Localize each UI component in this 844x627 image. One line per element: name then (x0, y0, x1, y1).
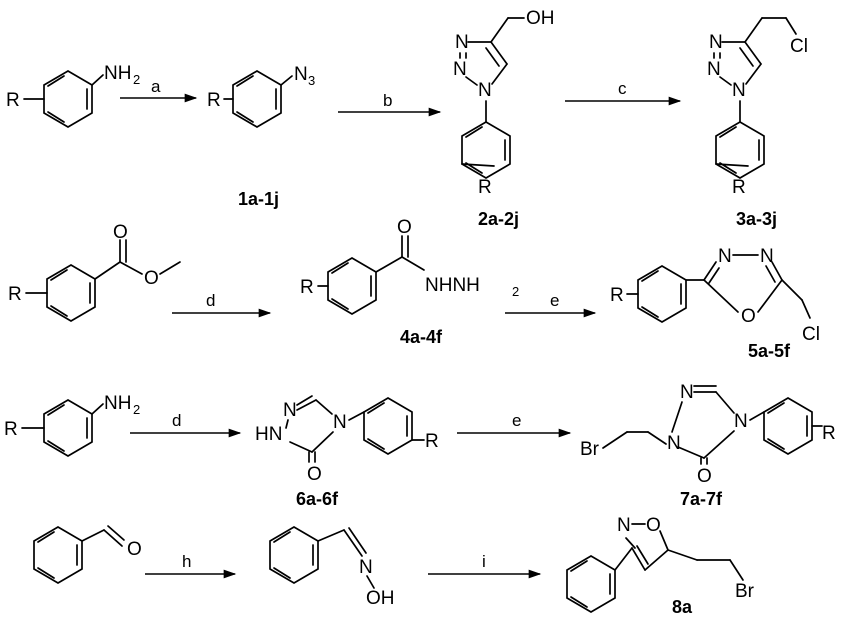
isoxazole-structure: N O Br (566, 515, 755, 613)
isoxazole-o-label: O (646, 515, 661, 536)
bromoethyl-triazolone-structure: Br N N N O R (580, 382, 836, 487)
arrow-d-row3: d (130, 411, 242, 438)
arrow-h: h (145, 552, 237, 579)
arrow-c: c (565, 79, 682, 106)
atom-n: N (718, 246, 732, 267)
arrow-i: i (428, 552, 542, 579)
br-label: Br (580, 439, 600, 460)
atom-n: N (707, 59, 721, 80)
reagent-a: a (151, 77, 161, 96)
atom-n: N (732, 80, 746, 101)
compound-label-3: 3a-3j (736, 209, 777, 229)
aniline-structure-row3: NH 2 R (4, 393, 140, 457)
r-group-label: R (207, 90, 221, 111)
oxadiazole-structure: N N O Cl R (610, 246, 820, 345)
nh2-label: NH (104, 393, 131, 414)
carbonyl-o-label: O (397, 217, 412, 238)
reagent-h: h (182, 552, 191, 571)
oh-label: OH (526, 8, 555, 29)
cl-label: Cl (802, 324, 820, 345)
methyl-benzoate-structure: O O R (8, 222, 181, 322)
compound-label-8: 8a (672, 597, 693, 617)
r-group-label: R (732, 177, 746, 198)
atom-n: N (283, 400, 297, 421)
triazole-chloride-structure: N N N Cl R (707, 17, 808, 198)
aldehyde-o-label: O (127, 539, 142, 560)
carbonyl-o-label: O (697, 466, 712, 487)
r-group-label: R (478, 177, 492, 198)
r-group-label: R (425, 431, 439, 452)
carbonyl-o-label: O (307, 464, 322, 485)
atom-n: N (478, 80, 492, 101)
compound-label-1: 1a-1j (238, 189, 279, 209)
r-group-label: R (8, 284, 22, 305)
benzohydrazide-structure: O NHNH 2 R (300, 217, 519, 315)
br-label: Br (735, 581, 755, 602)
nh2-subscript: 2 (133, 72, 140, 87)
atom-n: N (455, 32, 469, 53)
reagent-i: i (482, 552, 486, 571)
atom-n: N (667, 433, 681, 454)
cl-label: Cl (790, 36, 808, 57)
r-group-label: R (4, 419, 18, 440)
compound-label-5: 5a-5f (748, 341, 791, 361)
arrow-a: a (120, 77, 198, 103)
nh2-label: NH (104, 63, 131, 84)
hn-label: HN (255, 424, 282, 445)
ester-o-label: O (144, 268, 159, 289)
r-group-label: R (822, 423, 836, 444)
r-group-label: R (300, 277, 314, 298)
reagent-c: c (618, 79, 627, 98)
reagent-d: d (172, 411, 181, 430)
oxadiazole-o-label: O (741, 306, 756, 327)
compound-label-2: 2a-2j (478, 209, 519, 229)
n3-label: N (294, 64, 308, 85)
arrow-e-row3: e (457, 411, 572, 438)
nhnh2-subscript: 2 (512, 284, 519, 299)
reagent-e: e (550, 291, 559, 310)
atom-n: N (617, 515, 631, 536)
r-group-label: R (6, 90, 20, 111)
atom-n: N (333, 412, 347, 433)
arrow-e-row2: e (505, 291, 597, 318)
n3-subscript: 3 (308, 73, 315, 88)
triazole-alcohol-structure: N N N OH R (453, 8, 555, 198)
nh2-subscript: 2 (133, 402, 140, 417)
atom-n: N (709, 32, 723, 53)
reagent-d: d (206, 291, 215, 310)
nhnh2-label: NHNH (425, 275, 480, 296)
atom-n: N (680, 382, 694, 403)
oxime-structure: N OH (269, 526, 395, 609)
atom-n: N (760, 246, 774, 267)
compound-label-4: 4a-4f (400, 327, 443, 347)
compound-label-6: 6a-6f (296, 489, 339, 509)
arrow-d-row2: d (172, 291, 272, 318)
triazolone-structure: N HN N O R (255, 395, 439, 485)
benzaldehyde-structure: O (33, 525, 142, 584)
r-group-label: R (610, 285, 624, 306)
atom-n: N (453, 59, 467, 80)
compound-label-7: 7a-7f (680, 489, 723, 509)
carbonyl-o-label: O (113, 222, 128, 243)
reagent-b: b (383, 91, 392, 110)
atom-n: N (359, 557, 373, 578)
aniline-structure-row1: NH 2 R (6, 63, 140, 128)
arrow-b: b (338, 91, 442, 117)
atom-n: N (734, 411, 748, 432)
aryl-azide-structure: N 3 R (207, 64, 315, 128)
reagent-e: e (512, 411, 521, 430)
oh-label: OH (366, 588, 395, 609)
